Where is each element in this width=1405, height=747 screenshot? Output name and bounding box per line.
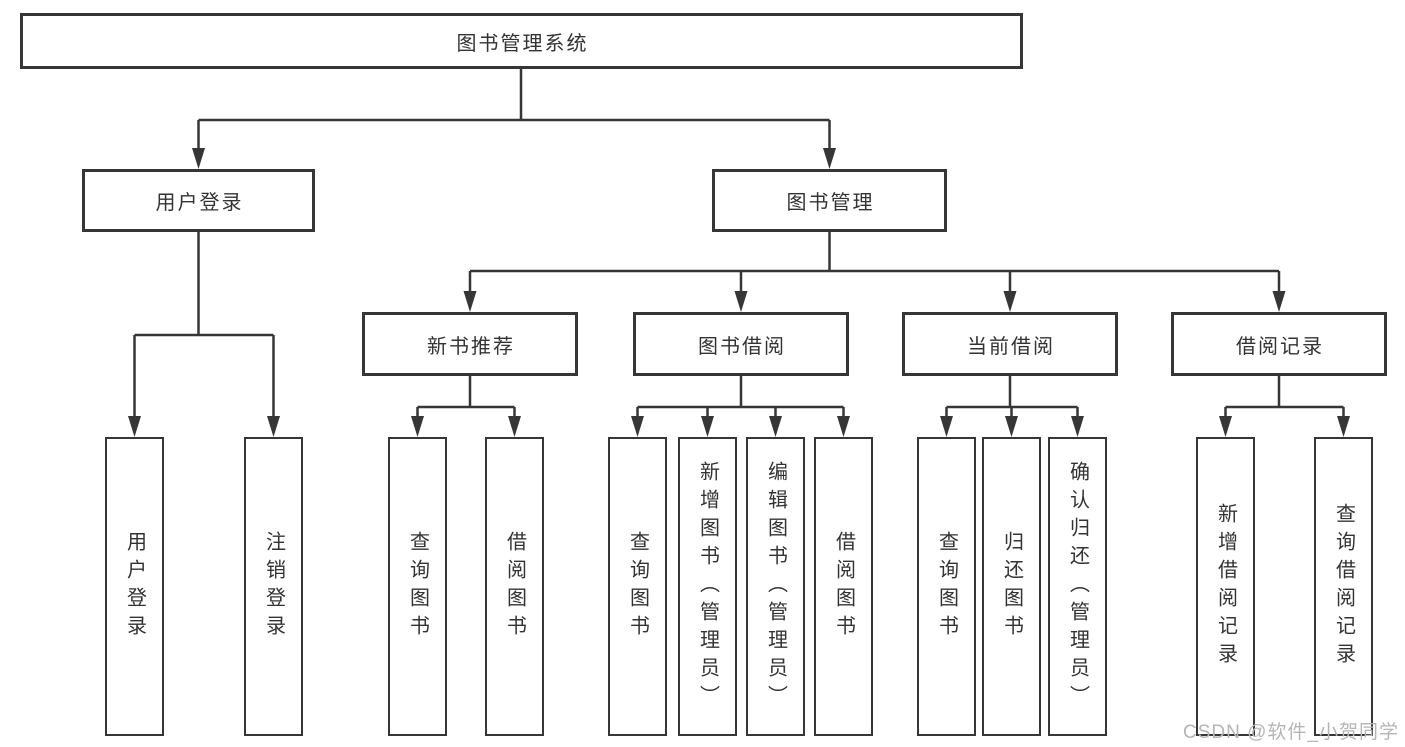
arrowhead-icon [128,416,141,437]
leaf-bb-add-books-admin: 新增图书（管理员） [678,437,737,736]
leaf-label: 注销登录 [262,530,285,643]
arrowhead-icon [1003,291,1017,312]
node-book-borrowing-label: 图书借阅 [698,335,786,358]
connector-line [636,376,845,423]
arrowhead-icon [769,416,782,437]
connector-line [945,376,1079,423]
leaf-label: 确认归还（管理员） [1066,460,1089,713]
leaf-cb-return-books: 归还图书 [982,437,1041,736]
node-current-borrowing: 当前借阅 [902,312,1118,376]
connector-line [1224,376,1345,423]
node-root-label: 图书管理系统 [456,32,589,55]
connector-new-book-recommend-to-leaves [411,376,521,437]
node-book-management-label: 图书管理 [786,192,875,214]
node-book-management: 图书管理 [712,169,947,232]
node-new-book-recommend-label: 新书推荐 [427,335,515,358]
arrowhead-icon [192,148,205,169]
arrowhead-icon [701,416,714,437]
node-root: 图书管理系统 [20,13,1023,69]
leaf-bb-query-books: 查询图书 [608,437,667,736]
arrowhead-icon [1337,416,1350,437]
arrowhead-icon [823,148,836,169]
node-book-borrowing: 图书借阅 [633,312,849,376]
csdn-watermark: CSDN @软件_小贺同学 [1183,722,1399,743]
node-borrowing-records: 借阅记录 [1171,312,1387,376]
leaf-label: 新增图书（管理员） [696,460,719,713]
leaf-br-query-borrow-record: 查询借阅记录 [1314,437,1373,736]
leaf-nr-query-books: 查询图书 [388,437,447,736]
arrowhead-icon [463,291,477,312]
arrowhead-icon [940,416,953,437]
connector-borrowing-records-to-leaves [1219,376,1350,437]
connector-book-management-to-groups [463,232,1286,312]
connector-line [197,69,831,153]
leaf-nr-borrow-books: 借阅图书 [485,437,544,736]
arrowhead-icon [411,416,424,437]
leaf-label: 查询图书 [935,530,958,643]
arrowhead-icon [1272,291,1286,312]
leaf-user-login: 用户登录 [105,437,164,736]
connector-line [416,376,516,423]
connector-line [133,232,275,421]
leaf-label: 编辑图书（管理员） [764,460,787,713]
leaf-label: 借阅图书 [503,530,526,643]
node-current-borrowing-label: 当前借阅 [967,335,1055,358]
connector-current-borrowing-to-leaves [940,376,1084,437]
arrowhead-icon [267,416,280,437]
leaf-bb-edit-books-admin: 编辑图书（管理员） [746,437,805,736]
arrowhead-icon [1219,416,1232,437]
leaf-label: 查询借阅记录 [1332,502,1355,671]
connector-user-login-to-leaves [128,232,280,437]
node-borrowing-records-label: 借阅记录 [1236,335,1324,358]
arrowhead-icon [1005,416,1018,437]
leaf-label: 归还图书 [1000,530,1023,643]
leaf-label: 用户登录 [123,530,146,643]
arrowhead-icon [508,416,521,437]
connector-book-borrowing-to-leaves [631,376,850,437]
leaf-cb-query-books: 查询图书 [917,437,976,736]
connector-line [468,232,1281,296]
arrowhead-icon [837,416,850,437]
leaf-logout: 注销登录 [244,437,303,736]
arrowhead-icon [734,291,748,312]
arrowhead-icon [631,416,644,437]
leaf-br-add-borrow-record: 新增借阅记录 [1196,437,1255,736]
leaf-bb-borrow-books: 借阅图书 [814,437,873,736]
leaf-label: 新增借阅记录 [1214,502,1237,671]
arrowhead-icon [1071,416,1084,437]
node-user-login-label: 用户登录 [155,192,244,214]
connector-root-to-level2 [192,69,836,169]
leaf-label: 查询图书 [626,530,649,643]
node-user-login: 用户登录 [82,169,315,232]
leaf-cb-confirm-return-admin: 确认归还（管理员） [1048,437,1107,736]
leaf-label: 借阅图书 [832,530,855,643]
leaf-label: 查询图书 [406,530,429,643]
node-new-book-recommend: 新书推荐 [362,312,578,376]
